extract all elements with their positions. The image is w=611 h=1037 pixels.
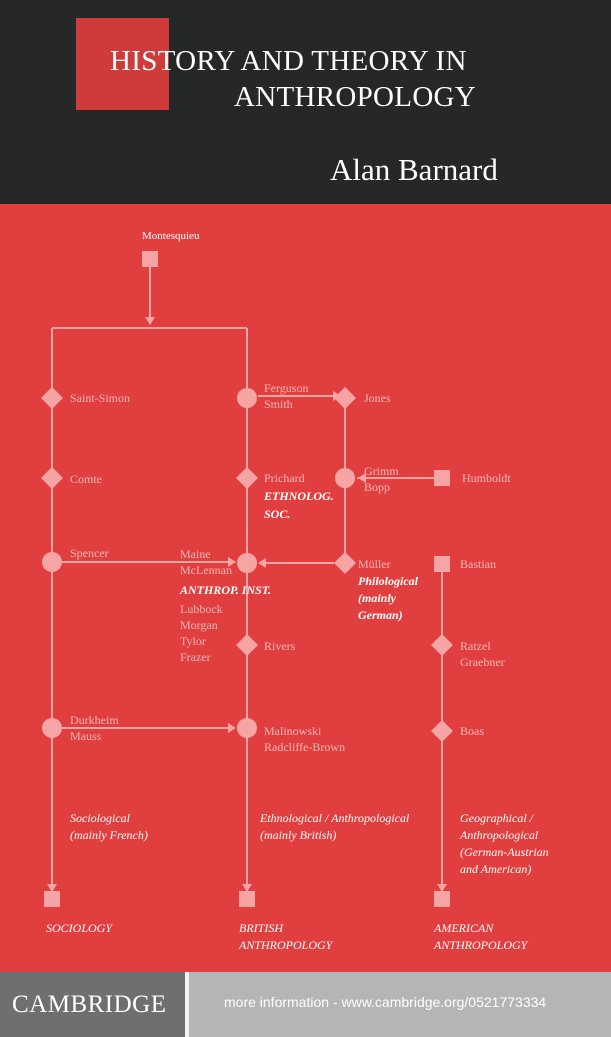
node-jones: Jones bbox=[364, 391, 391, 405]
institution-anthrop-inst: ANTHROP. INST. bbox=[180, 583, 272, 597]
institution-ethnolog-soc: ETHNOLOG. SOC. bbox=[264, 489, 334, 521]
more-information-link[interactable]: more information - www.cambridge.org/052… bbox=[224, 994, 547, 1010]
tradition-geographical: Geographical / Anthropological (German-A… bbox=[460, 811, 549, 876]
publisher-brand-panel: CAMBRIDGE bbox=[0, 972, 185, 1037]
outcome-british-anthropology: BRITISH ANTHROPOLOGY bbox=[239, 921, 333, 952]
publisher-footer: CAMBRIDGE more information - www.cambrid… bbox=[0, 972, 611, 1037]
book-title: HISTORY AND THEORY IN ANTHROPOLOGY bbox=[110, 43, 530, 115]
node-ferguson-smith: Ferguson Smith bbox=[264, 381, 309, 411]
tradition-sociological: Sociological (mainly French) bbox=[70, 811, 148, 842]
red-square-ornament bbox=[76, 18, 169, 110]
node-maine-mclennan: Maine McLennan bbox=[180, 547, 232, 577]
title-line-1: HISTORY AND THEORY IN bbox=[110, 45, 467, 77]
node-muller: Müller bbox=[358, 557, 391, 571]
publisher-logo-text: CAMBRIDGE bbox=[12, 991, 167, 1018]
node-lubbock-morgan-tylor-frazer: Lubbock Morgan Tylor Frazer bbox=[180, 602, 223, 664]
node-comte: Comte bbox=[70, 472, 102, 486]
diagram-connectors bbox=[41, 251, 453, 907]
node-grimm-bopp: Grimm Bopp bbox=[364, 464, 399, 494]
node-boas: Boas bbox=[460, 724, 484, 738]
outcome-american-anthropology: AMERICAN ANTHROPOLOGY bbox=[434, 921, 528, 952]
tradition-ethnological: Ethnological / Anthropological (mainly B… bbox=[260, 811, 410, 842]
footer-divider bbox=[185, 972, 189, 1037]
node-bastian: Bastian bbox=[460, 557, 496, 571]
node-durkheim-mauss: Durkheim Mauss bbox=[70, 713, 119, 743]
node-humboldt: Humboldt bbox=[462, 471, 511, 485]
anthropology-lineage-diagram: Montesquieu Saint-Simon Comte Spencer Du… bbox=[0, 204, 611, 972]
node-ratzel-graebner: Ratzel Graebner bbox=[460, 639, 505, 669]
node-rivers: Rivers bbox=[264, 639, 296, 653]
node-prichard: Prichard bbox=[264, 471, 305, 485]
node-spencer: Spencer bbox=[70, 546, 109, 560]
title-line-2: ANTHROPOLOGY bbox=[234, 81, 477, 113]
node-montesquieu: Montesquieu bbox=[142, 230, 200, 242]
node-malinowski-radcliffe-brown: Malinowski Radcliffe-Brown bbox=[264, 724, 346, 754]
cover-header: HISTORY AND THEORY IN ANTHROPOLOGY Alan … bbox=[0, 0, 611, 204]
author-name: Alan Barnard bbox=[330, 152, 498, 187]
outcome-sociology: SOCIOLOGY bbox=[46, 921, 113, 935]
node-saint-simon: Saint-Simon bbox=[70, 391, 131, 405]
institution-philological: Philological (mainly German) bbox=[358, 574, 418, 622]
